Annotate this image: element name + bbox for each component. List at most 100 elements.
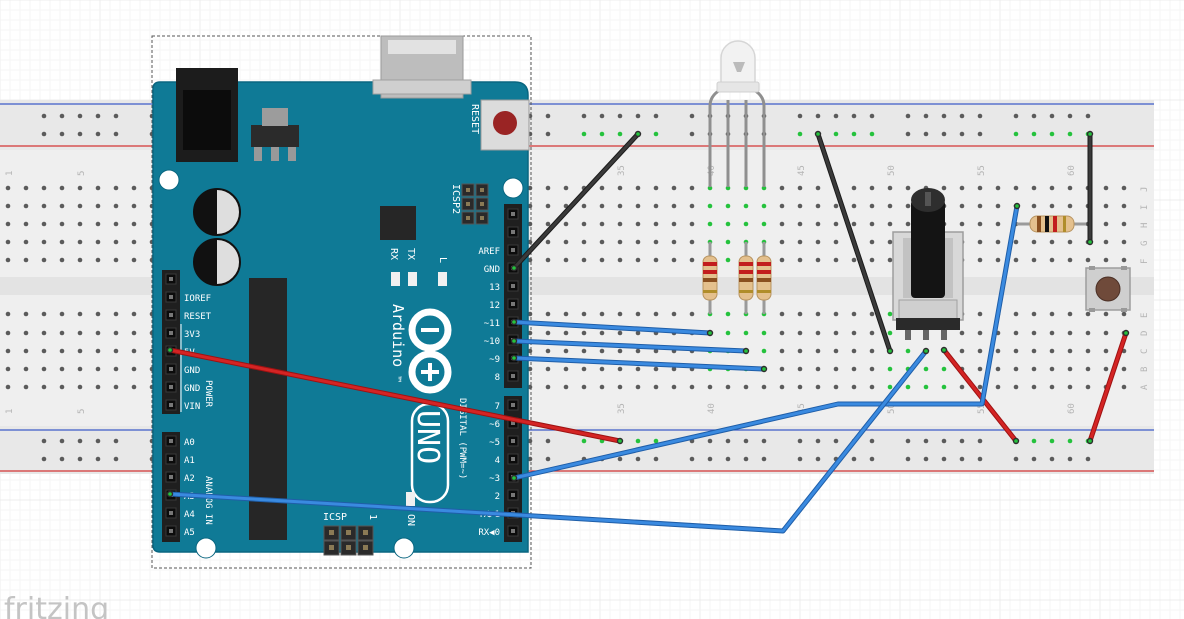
mounting-hole (158, 169, 180, 191)
icsp-header (323, 525, 374, 556)
col-label: 35 (617, 403, 627, 414)
power-pin-label: 3V3 (184, 330, 200, 340)
row-letter: B (1140, 367, 1150, 372)
digital-pin-label: 4 (495, 456, 500, 466)
power-header (162, 270, 180, 414)
row-letter: E (1140, 313, 1150, 318)
col-label: 60 (1067, 165, 1077, 176)
analog-pin-label: A2 (184, 474, 195, 484)
power-pin-label: VIN (184, 402, 200, 412)
digital-pin-label: ~3 (489, 474, 500, 484)
trademark: ™ (391, 376, 402, 382)
arduino-pcb (152, 81, 529, 553)
row-letter: J (1140, 187, 1150, 192)
column-labels-bottom: 1 5 35 40 45 50 55 60 (5, 403, 1077, 414)
rx-led (391, 272, 400, 286)
col-label: 60 (1067, 403, 1077, 414)
power-pin-label: IOREF (184, 294, 211, 304)
capacitor (193, 238, 241, 286)
l-label: L (437, 257, 448, 263)
resistor (738, 242, 754, 314)
col-label: 55 (977, 165, 987, 176)
analog-pin-label: A5 (184, 528, 195, 538)
reset-button[interactable] (480, 99, 530, 151)
wires (166, 130, 1130, 534)
digital-pin-label: 2 (495, 492, 500, 502)
selection-outline (151, 35, 532, 569)
digital-pin-label: 12 (489, 301, 500, 311)
row-letter: F (1140, 259, 1150, 264)
row-letter: I (1140, 205, 1150, 210)
col-label: 45 (797, 165, 807, 176)
digital-pin-label: ~9 (489, 355, 500, 365)
col-label: 35 (617, 165, 627, 176)
column-labels-top: 1 5 35 40 45 50 55 60 (5, 165, 1077, 176)
pushbutton[interactable] (1085, 266, 1131, 312)
power-pin-label: GND (184, 384, 200, 394)
l-led (438, 272, 447, 286)
row-letter: A (1140, 384, 1150, 390)
digital-header-bottom (504, 396, 522, 542)
resistor (702, 242, 718, 314)
potentiometer[interactable] (892, 188, 964, 340)
capacitor (193, 188, 241, 236)
col-label: 40 (707, 165, 717, 176)
mounting-hole (195, 537, 217, 559)
rgb-led[interactable] (708, 40, 766, 187)
tx-led (408, 272, 417, 286)
tx-label: TX (405, 248, 416, 260)
col-label: 1 (5, 409, 15, 414)
arduino-uno-board[interactable]: RESET ICSP2 RX TX L Arduino ™ UNO ON (151, 35, 532, 569)
digital-pin-label: ~6 (489, 420, 500, 430)
voltage-regulator (251, 125, 299, 147)
resistors (702, 242, 772, 314)
col-label: 5 (77, 409, 87, 414)
digital-pin-label: ~11 (484, 319, 500, 329)
col-label: 50 (887, 165, 897, 176)
fritzing-watermark: fritzing (4, 592, 109, 619)
col-label: 40 (707, 403, 717, 414)
digital-pin-label: 8 (495, 373, 500, 383)
on-led (406, 492, 415, 506)
digital-pin-label: AREF (478, 247, 500, 257)
pulldown-resistor (1017, 215, 1086, 233)
usb-chip (380, 206, 416, 240)
icsp2-label: ICSP2 (450, 184, 461, 214)
row-letter: H (1140, 223, 1150, 228)
row-letter: D (1140, 331, 1150, 336)
digital-pin-label: 13 (489, 283, 500, 293)
row-letters: J I H G F E D C B A (1140, 187, 1150, 390)
digital-pin-label: ~10 (484, 337, 500, 347)
digital-pin-label: GND (484, 265, 500, 275)
row-letter: C (1140, 349, 1150, 354)
col-label: 45 (797, 403, 807, 414)
reset-label: RESET (469, 104, 480, 134)
icsp-label: ICSP (323, 512, 347, 523)
col-label: 50 (887, 403, 897, 414)
rx-label: RX (388, 248, 399, 260)
resistor (756, 242, 772, 314)
digital-pin-label: RX◀0 (478, 528, 500, 538)
wire-endpoints (166, 130, 1130, 498)
on-label: ON (405, 514, 416, 526)
col-label: 1 (5, 171, 15, 176)
analog-pin-label: A4 (184, 510, 195, 520)
atmega328-chip (249, 278, 287, 540)
analog-pin-label: A1 (184, 456, 195, 466)
analog-pin-label: A0 (184, 438, 195, 448)
icsp-pin1-label: 1 (367, 514, 378, 520)
row-letter: G (1140, 241, 1150, 246)
digital-pin-label: ~5 (489, 438, 500, 448)
analog-label: ANALOG IN (203, 476, 213, 525)
mounting-hole (393, 537, 415, 559)
digital-label: DIGITAL (PWM=~) (457, 398, 467, 479)
mounting-hole (502, 177, 524, 199)
arduino-logo-icon (408, 308, 452, 394)
icsp2-header (461, 183, 489, 225)
model-name: UNO (410, 410, 445, 464)
power-pin-label: GND (184, 366, 200, 376)
power-label: POWER (203, 380, 213, 408)
usb-flange (372, 79, 472, 95)
power-pin-label: RESET (184, 312, 212, 322)
